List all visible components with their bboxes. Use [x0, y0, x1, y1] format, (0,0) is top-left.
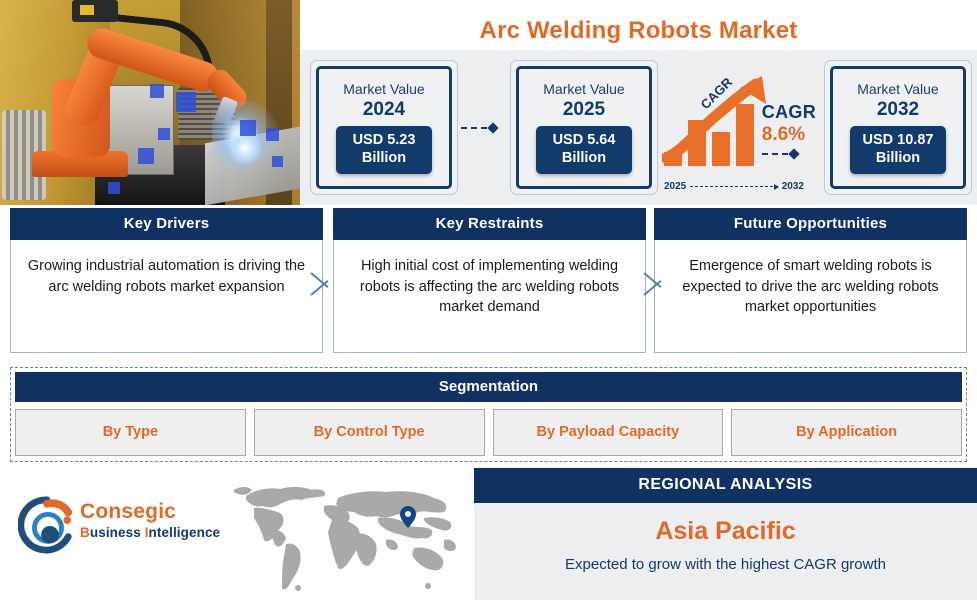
cagr-word-label: CAGR [761, 101, 816, 122]
market-value-strip: Market Value 2024 USD 5.23 Billion Marke… [300, 50, 977, 205]
year-arrow-icon [690, 183, 779, 190]
world-map [234, 486, 456, 591]
blue-square-accent [240, 120, 256, 136]
panel-title: Key Drivers [10, 208, 323, 240]
market-value-unit: Billion [875, 150, 921, 167]
panel-key-restraints: Key Restraints High initial cost of impl… [333, 208, 646, 353]
region-name: Asia Pacific [655, 517, 796, 545]
footer-section: Consegic Business Intelligence [0, 468, 977, 600]
market-value-year: 2024 [362, 98, 406, 120]
location-pin-icon [400, 506, 416, 528]
regional-analysis-panel: REGIONAL ANALYSIS Asia Pacific Expected … [474, 468, 977, 600]
panel-future-opportunities: Future Opportunities Emergence of smart … [654, 208, 967, 353]
segmentation-item-by-application[interactable]: By Application [731, 409, 962, 456]
segmentation-item-by-type[interactable]: By Type [15, 409, 246, 456]
connector-cagr-2032 [761, 147, 816, 160]
chevron-right-icon-2 [644, 263, 670, 305]
market-value-card-2024: Market Value 2024 USD 5.23 Billion [310, 60, 458, 195]
cagr-readout: CAGR 8.6% [761, 101, 816, 160]
panel-text: Emergence of smart welding robots is exp… [654, 240, 967, 353]
dashed-line [761, 152, 788, 155]
blue-square-accent [138, 148, 154, 164]
consegic-logo-text: Consegic Business Intelligence [80, 500, 220, 540]
dashed-line [461, 126, 487, 129]
logo-company-name: Consegic [80, 500, 177, 523]
market-value-unit: Billion [561, 150, 607, 167]
cagr-start-year: 2025 [664, 180, 687, 192]
market-value-card-2032: Market Value 2032 USD 10.87 Billion [824, 60, 972, 195]
diamond-marker-icon [788, 147, 800, 160]
segmentation-section: Segmentation By Type By Control Type By … [10, 367, 967, 462]
cagr-value: 8.6% [761, 123, 806, 145]
panel-title: Future Opportunities [654, 208, 967, 240]
panel-title: Key Restraints [333, 208, 646, 240]
market-value-label: Market Value [543, 81, 625, 98]
market-value-label: Market Value [343, 81, 425, 98]
weld-spark-core [228, 131, 262, 165]
blue-square-accent [266, 128, 279, 141]
page-title: Arc Welding Robots Market [479, 17, 798, 44]
regional-analysis-body: Asia Pacific Expected to grow with the h… [474, 503, 977, 600]
diamond-marker-icon [487, 121, 499, 134]
consegic-logo-mark-icon [18, 496, 73, 554]
panel-text: High initial cost of implementing weldin… [333, 240, 646, 353]
market-value-number: USD 5.64 [552, 132, 616, 149]
chevron-right-icon-1 [311, 263, 337, 305]
segmentation-item-by-payload-capacity[interactable]: By Payload Capacity [492, 409, 724, 456]
market-value-number: USD 10.87 [862, 132, 934, 149]
connector-2024-2025 [458, 121, 500, 134]
panel-text: Growing industrial automation is driving… [10, 240, 323, 353]
top-section: Arc Welding Robots Market Market Value 2… [0, 0, 977, 205]
photo-control-box [72, 0, 118, 22]
blue-square-accent [108, 182, 120, 194]
logo-tagline-part: usiness [89, 525, 145, 540]
segmentation-title: Segmentation [15, 372, 962, 402]
market-value-label: Market Value [857, 81, 939, 98]
cagr-year-range: 2025 2032 [664, 181, 804, 192]
header-area: Arc Welding Robots Market Market Value 2… [300, 0, 977, 205]
consegic-logo: Consegic Business Intelligence [12, 492, 227, 558]
market-value-card-2025: Market Value 2025 USD 5.64 Billion [510, 60, 658, 195]
market-value-number: USD 5.23 [352, 132, 416, 149]
blue-square-accent [158, 128, 170, 140]
market-value-amount: USD 10.87 Billion [850, 126, 946, 174]
logo-tagline-part: ntelligence [148, 525, 221, 540]
market-value-unit: Billion [361, 150, 407, 167]
market-value-year: 2032 [876, 98, 920, 120]
panel-key-drivers: Key Drivers Growing industrial automatio… [10, 208, 323, 353]
market-value-year: 2025 [562, 98, 606, 120]
logo-tagline: Business Intelligence [80, 525, 220, 540]
segmentation-item-by-control-type[interactable]: By Control Type [253, 409, 485, 456]
logo-tagline-part: I [144, 525, 149, 540]
cagr-section: CAGR CAGR 8.6% 2025 2032 [662, 58, 822, 198]
market-value-amount: USD 5.64 Billion [536, 126, 632, 174]
regional-analysis-heading: REGIONAL ANALYSIS [474, 468, 977, 503]
arc-welding-robot-photo [0, 0, 300, 205]
blue-square-accent [176, 92, 196, 112]
market-value-amount: USD 5.23 Billion [336, 126, 432, 174]
logo-tagline-part: B [80, 525, 90, 540]
insight-panels: Key Drivers Growing industrial automatio… [0, 208, 977, 360]
blue-square-accent [150, 84, 164, 98]
segmentation-items: By Type By Control Type By Payload Capac… [15, 409, 962, 456]
blue-square-accent [272, 156, 283, 167]
cagr-end-year: 2032 [781, 180, 804, 192]
region-description: Expected to grow with the highest CAGR g… [565, 556, 886, 573]
cagr-growth-chart-icon: CAGR [662, 74, 766, 166]
